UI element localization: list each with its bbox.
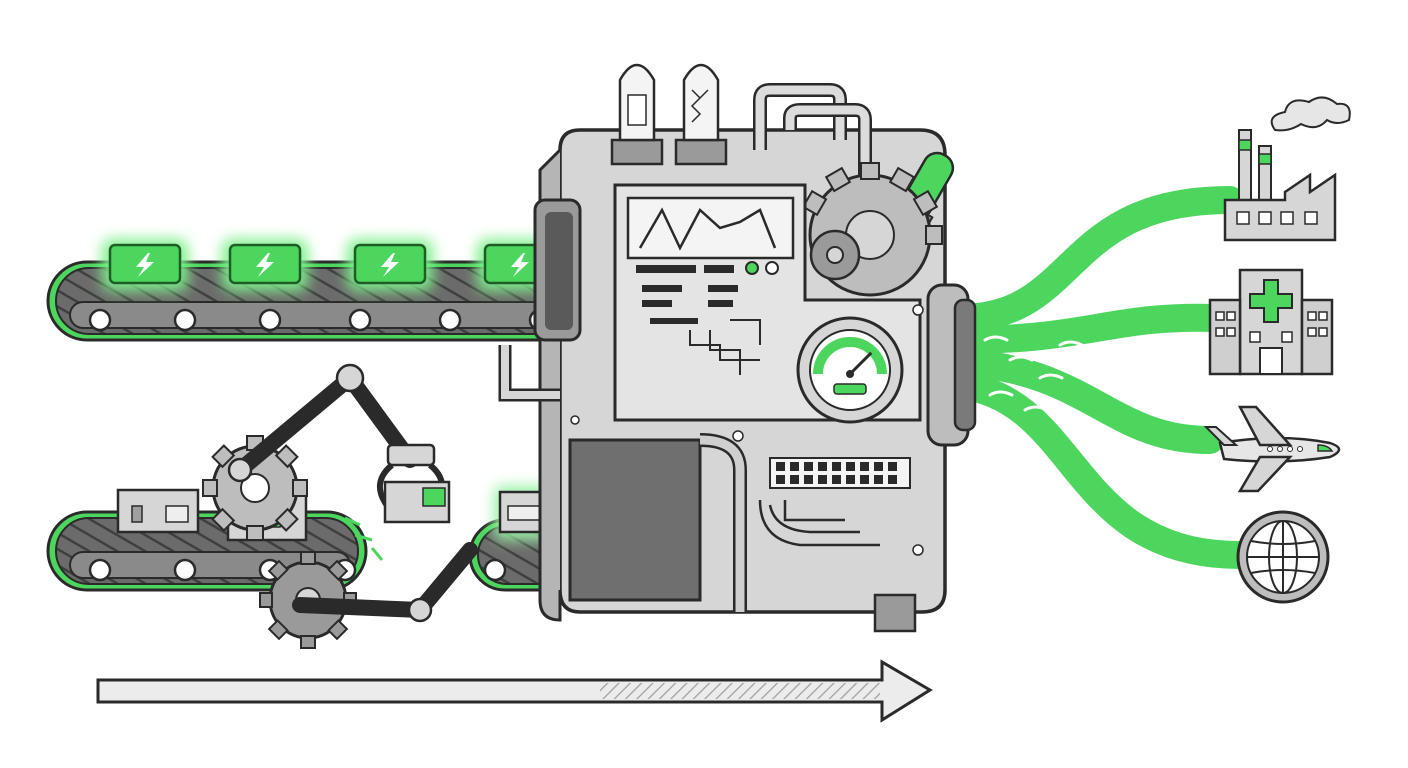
rivets <box>570 304 924 556</box>
lightning-icon <box>136 253 154 277</box>
battery-item <box>102 239 188 291</box>
lightning-icon <box>381 253 399 277</box>
output-streams <box>946 186 1254 569</box>
processing-machine <box>498 63 977 633</box>
battery-item <box>222 239 308 291</box>
gauge <box>796 316 904 424</box>
globe-icon <box>1236 510 1330 604</box>
keypad <box>769 457 911 489</box>
vacuum-tube <box>674 63 728 166</box>
stream-highlights <box>973 335 1084 427</box>
gripper <box>344 443 451 561</box>
lightning-icon <box>511 253 529 277</box>
factory-icon <box>1223 96 1351 242</box>
lightning-icon <box>256 253 274 277</box>
vacuum-tube <box>610 63 664 166</box>
upper-conveyor <box>46 239 580 342</box>
package-item <box>383 480 451 524</box>
robot-arm <box>202 363 478 649</box>
airplane-icon <box>1203 405 1341 493</box>
waveform-icon <box>638 207 777 251</box>
sparks <box>344 516 384 561</box>
arrow-right-icon <box>96 659 933 723</box>
package-item <box>116 488 200 534</box>
battery-item <box>347 239 433 291</box>
hospital-icon <box>1208 268 1334 376</box>
gear-icon <box>809 229 861 281</box>
